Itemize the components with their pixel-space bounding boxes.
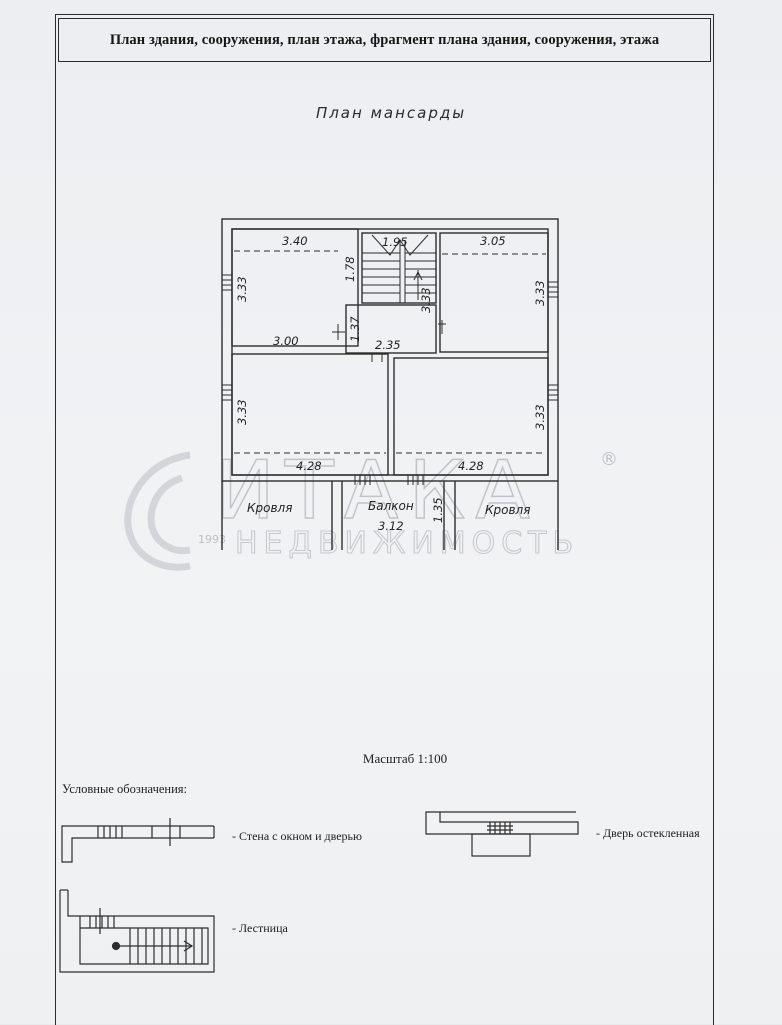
dim-hall-depth: 1.37 [348, 316, 362, 342]
dim-room-bottom-right-depth: 3.33 [533, 404, 547, 430]
stair-symbol-icon [59, 889, 215, 973]
label-roof-right: Кровля [485, 503, 530, 517]
title-block: План здания, сооружения, план этажа, фра… [58, 18, 711, 62]
legend-label-stair: - Лестница [232, 921, 288, 935]
slope-lines [234, 250, 546, 454]
legend-label-glazed-door: - Дверь остекленная [596, 826, 700, 840]
stair-treads [362, 234, 436, 303]
dim-room-top-left-width: 3.40 [282, 234, 308, 248]
document-title: План здания, сооружения, план этажа, фра… [109, 31, 660, 48]
scale-note: Масштаб 1:100 [362, 751, 448, 766]
plan-title: План мансарды [315, 104, 467, 122]
dim-room-top-left-depth: 3.33 [235, 276, 249, 302]
dim-balcony-depth: 1.35 [431, 497, 445, 523]
dim-room-bottom-left-depth: 3.33 [235, 399, 249, 425]
dim-room-top-right-width: 3.05 [480, 234, 506, 248]
dim-hall-width: 2.35 [375, 338, 401, 352]
dim-room-top-left-bottom: 3.00 [273, 334, 299, 348]
dim-stair-width: 1.95 [382, 235, 408, 249]
legend-title: Условные обозначения: [62, 782, 188, 796]
dim-room-bottom-left-width: 4.28 [296, 459, 322, 473]
watermark-registered: ® [600, 449, 618, 470]
drawing-frame [55, 14, 714, 1025]
dim-stair-length: 1.78 [343, 256, 357, 282]
watermark-year: 1993 [198, 533, 226, 546]
dim-room-top-right-depth: 3.33 [533, 280, 547, 306]
label-roof-left: Кровля [247, 501, 292, 515]
windows [222, 274, 558, 485]
building-walls [221, 218, 559, 550]
dim-balcony-width: 3.12 [378, 519, 404, 533]
door-marks [332, 320, 446, 362]
legend-label-wall: - Стена с окном и дверью [232, 829, 362, 843]
watermark-brand: ИТАКА [215, 444, 540, 537]
label-balcony: Балкон [368, 499, 414, 513]
watermark-sub: НЕДВИЖИМОСТЬ [235, 526, 579, 561]
watermark: ИТАКА НЕДВИЖИМОСТЬ 1993 ® [124, 443, 618, 571]
watermark-logo-icon [124, 451, 191, 571]
glazed-door-symbol-icon [425, 811, 579, 857]
dim-stair-depth: 3.33 [419, 287, 433, 313]
dim-room-bottom-right-width: 4.28 [458, 459, 484, 473]
wall-window-door-symbol-icon [61, 818, 215, 863]
